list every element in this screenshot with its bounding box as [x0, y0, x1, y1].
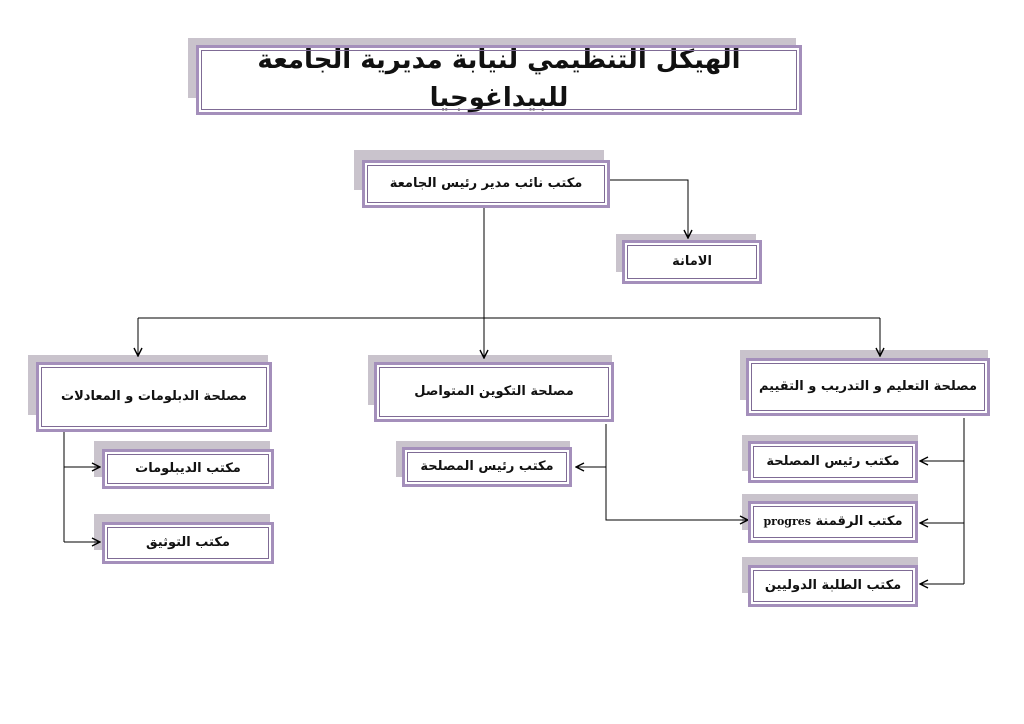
- dept-teaching-box: مصلحة التعليم و التدريب و التقييم: [746, 358, 990, 416]
- intl-students-office-label: مكتب الطلبة الدوليين: [764, 577, 902, 593]
- continuing-head-office-label: مكتب رئيس المصلحة: [420, 458, 554, 474]
- diplomas-office-box: مكتب الديبلومات: [102, 449, 274, 489]
- top-office-box: مكتب نائب مدير رئيس الجامعة: [362, 160, 610, 208]
- dept-continuing-box: مصلحة التكوين المتواصل: [374, 362, 614, 422]
- secretariat-box: الامانة: [622, 240, 762, 284]
- teaching-head-office-box: مكتب رئيس المصلحة: [748, 441, 918, 483]
- digitization-office-latin: progres: [763, 514, 811, 528]
- dept-continuing-label: مصلحة التكوين المتواصل: [414, 383, 574, 399]
- digitization-office-label: مكتب الرقمنة progres: [763, 513, 902, 532]
- dept-diplomas-label: مصلحة الدبلومات و المعادلات: [61, 388, 247, 404]
- documentation-office-box: مكتب التوثيق: [102, 522, 274, 564]
- link-continuing-digitization: [605, 467, 748, 520]
- continuing-head-office-box: مكتب رئيس المصلحة: [402, 447, 572, 487]
- teaching-head-office-label: مكتب رئيس المصلحة: [766, 453, 900, 469]
- dept-teaching-label: مصلحة التعليم و التدريب و التقييم: [758, 378, 978, 394]
- digitization-office-arabic: مكتب الرقمنة: [815, 513, 903, 529]
- dept-diplomas-box: مصلحة الدبلومات و المعادلات: [36, 362, 272, 432]
- chart-title: الهيكل التنظيمي لنيابة مديرية الجامعة لل…: [196, 45, 802, 115]
- digitization-office-box: مكتب الرقمنة progres: [748, 501, 918, 543]
- top-office-label: مكتب نائب مدير رئيس الجامعة: [389, 175, 583, 191]
- link-secretariat: [608, 179, 688, 238]
- diplomas-office-label: مكتب الديبلومات: [135, 460, 241, 476]
- documentation-office-label: مكتب التوثيق: [146, 534, 230, 550]
- intl-students-office-box: مكتب الطلبة الدوليين: [748, 565, 918, 607]
- chart-title-text: الهيكل التنظيمي لنيابة مديرية الجامعة لل…: [257, 45, 741, 113]
- secretariat-label: الامانة: [672, 253, 712, 269]
